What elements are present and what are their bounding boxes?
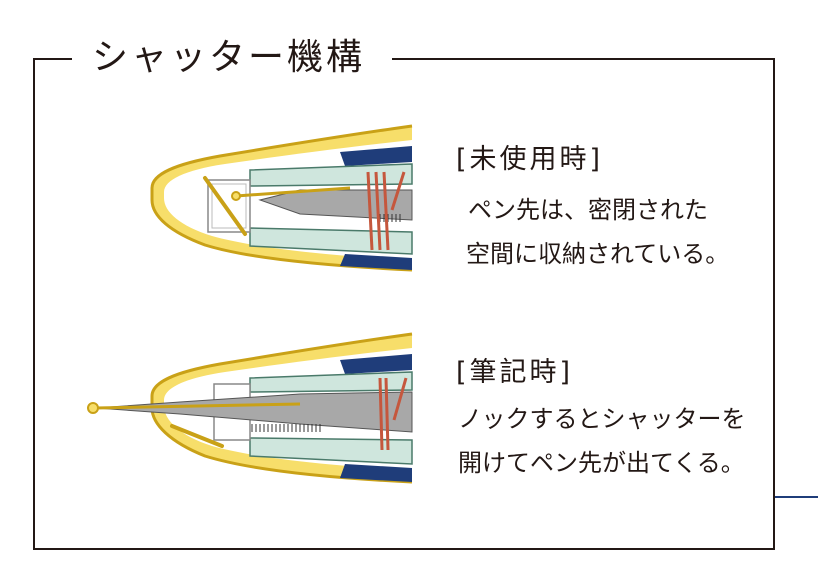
shutter-arm-closed — [203, 176, 247, 236]
shutter-mechanism-diagram — [87, 124, 413, 484]
spring-open — [378, 377, 408, 451]
nib-open — [95, 391, 413, 433]
accent-line — [775, 496, 818, 498]
pen-closed-illustration — [150, 124, 413, 272]
caption-unused: [未使用時] ペン先は、密閉された 空間に収納されている。 — [456, 142, 729, 276]
caption-writing: [筆記時] ノックするとシャッターを 開けてペン先が出てくる。 — [456, 355, 746, 485]
pen-open-illustration — [87, 332, 413, 484]
navy-band-bottom-closed — [340, 254, 412, 270]
navy-band-bottom-open — [340, 464, 412, 482]
pivot-closed — [231, 191, 241, 201]
navy-band-top-open — [340, 354, 412, 374]
nib-tip — [87, 402, 99, 414]
content-frame — [33, 58, 775, 550]
navy-band-top-closed — [340, 146, 412, 166]
caption-line: 開けてペン先が出てくる。 — [458, 449, 745, 477]
caption-line: ペン先は、密閉された — [468, 196, 708, 224]
page-title: シャッター機構 — [92, 37, 366, 78]
caption-line: 空間に収納されている。 — [466, 240, 730, 268]
spring-closed — [366, 171, 406, 251]
caption-heading: [未使用時] — [456, 144, 604, 175]
shutter-arm-open — [170, 424, 224, 448]
caption-line: ノックするとシャッターを — [458, 405, 746, 433]
caption-heading: [筆記時] — [456, 357, 574, 388]
